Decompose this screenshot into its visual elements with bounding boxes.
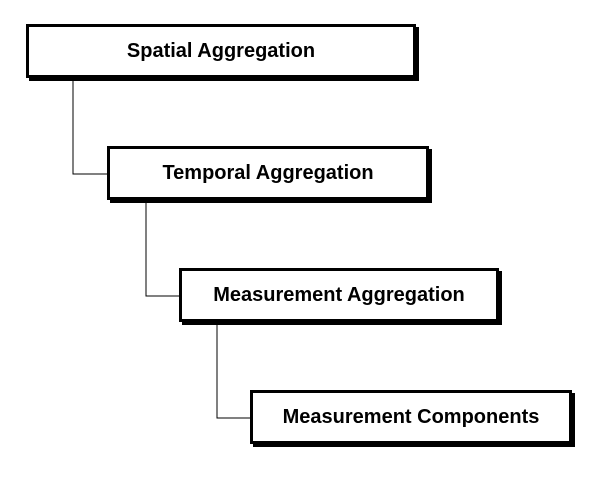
node-measurement-components: Measurement Components <box>250 390 572 444</box>
connector-measurement-components <box>216 322 250 419</box>
node-label: Measurement Aggregation <box>213 283 465 306</box>
node-label: Spatial Aggregation <box>126 39 316 62</box>
connector-spatial-temporal <box>72 78 107 175</box>
connector-temporal-measurement <box>145 200 179 297</box>
node-measurement-aggregation: Measurement Aggregation <box>179 268 499 322</box>
node-label: Measurement Components <box>282 405 540 428</box>
node-label: Temporal Aggregation <box>162 161 374 184</box>
node-temporal-aggregation: Temporal Aggregation <box>107 146 429 200</box>
node-spatial-aggregation: Spatial Aggregation <box>26 24 416 78</box>
